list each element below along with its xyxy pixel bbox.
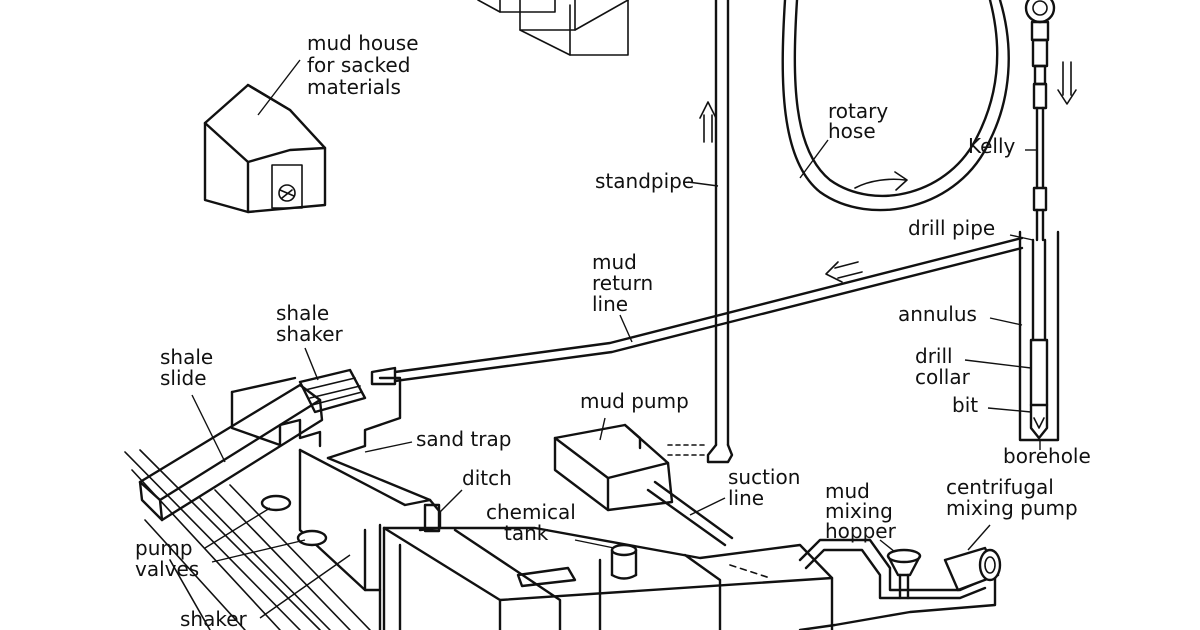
label-rotary-hose: hose <box>828 119 876 143</box>
label-pump-valves: pump <box>135 536 193 560</box>
leader-shale-slide <box>191 394 226 463</box>
label-borehole: borehole <box>1003 444 1091 468</box>
label-ditch: ditch <box>462 466 512 490</box>
label-standpipe: standpipe <box>595 169 694 193</box>
rotary-hose-drawing <box>781 0 1010 212</box>
leader-chemical-tank <box>574 539 615 549</box>
label-sand-trap: sand trap <box>416 427 511 451</box>
leader-rotary-hose <box>799 139 829 179</box>
borehole-drawing <box>1018 230 1060 442</box>
kelly-swivel-drawing <box>1024 0 1077 242</box>
label-chemical-tank: tank <box>504 521 549 545</box>
mud-house-drawing <box>203 83 327 214</box>
label-mud-mixing-hopper: mixing <box>825 499 893 523</box>
mud-mixing-hopper-drawing <box>886 548 922 600</box>
label-kelly: Kelly <box>968 134 1016 158</box>
label-suction-line: line <box>728 486 764 510</box>
leader-sand-trap <box>364 441 413 453</box>
mud-return-line-drawing <box>370 236 1024 386</box>
label-mud-house: materials <box>307 75 401 99</box>
storage-boxes-top <box>477 0 629 56</box>
leader-suction-line <box>689 497 726 516</box>
mud-tank-drawing <box>382 526 834 630</box>
label-rotary-hose: rotary <box>828 99 888 123</box>
leader-annulus <box>989 317 1023 326</box>
label-shaker: shaker <box>180 607 248 630</box>
label-shale-shaker: shale <box>276 301 329 325</box>
leader-centrifugal-pump <box>967 524 991 551</box>
label-chemical-tank: chemical <box>486 500 576 524</box>
label-mud-return-line: return <box>592 271 653 295</box>
label-mud-house: for sacked <box>307 53 410 77</box>
label-mud-mixing-hopper: mud <box>825 479 870 503</box>
leader-mud-house <box>257 59 301 116</box>
label-mud-mixing-hopper: hopper <box>825 519 897 543</box>
label-drill-collar: drill <box>915 344 953 368</box>
label-shale-slide: shale <box>160 345 213 369</box>
label-bit: bit <box>952 393 978 417</box>
label-annulus: annulus <box>898 302 977 326</box>
label-centrifugal-pump: mixing pump <box>946 496 1078 520</box>
leader-mud-return-line <box>619 314 633 343</box>
label-mud-return-line: mud <box>592 250 637 274</box>
leader-standpipe <box>687 181 719 187</box>
centrifugal-pump-drawing <box>943 546 1002 592</box>
label-shale-slide: slide <box>160 366 207 390</box>
ditch-drawing <box>423 503 441 533</box>
label-suction-line: suction <box>728 465 800 489</box>
leader-shaker <box>259 554 351 619</box>
label-mud-house: mud house <box>307 31 419 55</box>
label-centrifugal-pump: centrifugal <box>946 475 1054 499</box>
label-shale-shaker: shaker <box>276 322 344 346</box>
suction-line-drawing <box>646 480 734 547</box>
leader-mud-mixing-hopper <box>879 539 896 553</box>
leader-mud-pump <box>599 417 606 441</box>
ground-hatching <box>124 449 371 630</box>
leader-bit <box>987 407 1032 413</box>
mud-pump-drawing <box>553 423 674 512</box>
standpipe-drawing <box>667 0 734 464</box>
leader-pump-valves <box>204 507 306 563</box>
label-mud-pump: mud pump <box>580 389 689 413</box>
leader-shale-shaker <box>304 347 319 381</box>
label-pump-valves: valves <box>135 557 199 581</box>
pump-valves-drawing <box>260 494 328 547</box>
chemical-tank-drawing <box>610 543 638 580</box>
labels: mud house for sacked materials rotary ho… <box>135 31 1091 630</box>
label-drill-pipe: drill pipe <box>908 216 995 240</box>
label-mud-return-line: line <box>592 292 628 316</box>
leader-drill-collar <box>964 359 1032 369</box>
label-drill-collar: collar <box>915 365 971 389</box>
leader-ditch <box>439 489 463 513</box>
